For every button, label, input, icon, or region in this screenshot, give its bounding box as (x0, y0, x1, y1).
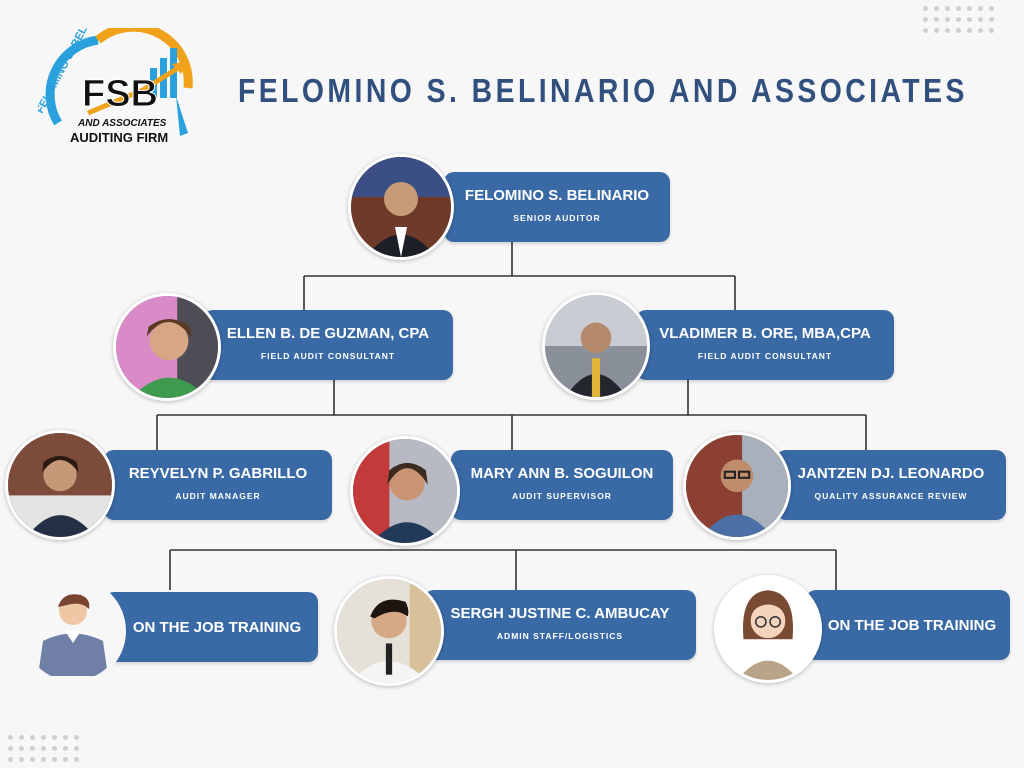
node-name: VLADIMER B. ORE, MBA,CPA (659, 325, 871, 342)
node-name: JANTZEN DJ. LEONARDO (797, 465, 985, 482)
portrait-female-navy-icon (5, 430, 115, 540)
org-node-ojt-1: ON THE JOB TRAINING (104, 592, 318, 662)
logo-associates: AND ASSOCIATES (77, 118, 167, 129)
logo-firm: AUDITING FIRM (70, 130, 168, 145)
node-name: MARY ANN B. SOGUILON (470, 465, 654, 482)
org-node-field-consultant-2: VLADIMER B. ORE, MBA,CPA FIELD AUDIT CON… (636, 310, 894, 380)
org-node-audit-manager: REYVELYN P. GABRILLO AUDIT MANAGER (104, 450, 332, 520)
org-node-admin-staff: SERGH JUSTINE C. AMBUCAY ADMIN STAFF/LOG… (424, 590, 696, 660)
node-name: ELLEN B. DE GUZMAN, CPA (226, 325, 430, 342)
node-name: ON THE JOB TRAINING (132, 618, 302, 636)
node-role: FIELD AUDIT CONSULTANT (260, 351, 396, 361)
org-node-field-consultant-1: ELLEN B. DE GUZMAN, CPA FIELD AUDIT CONS… (203, 310, 453, 380)
cartoon-female-avatar-icon (714, 575, 822, 683)
node-name: REYVELYN P. GABRILLO (128, 465, 308, 482)
node-role: ADMIN STAFF/LOGISTICS (496, 631, 624, 641)
portrait-female-green-icon (113, 293, 221, 401)
portrait-male-suit-icon (348, 154, 454, 260)
node-role: FIELD AUDIT CONSULTANT (697, 351, 833, 361)
node-name: SERGH JUSTINE C. AMBUCAY (450, 605, 670, 622)
node-name: FELOMINO S. BELINARIO (464, 187, 650, 204)
portrait-male-glasses-icon (683, 432, 791, 540)
logo-monogram: FSB (82, 73, 158, 115)
node-role: SENIOR AUDITOR (513, 213, 601, 223)
org-node-audit-supervisor: MARY ANN B. SOGUILON AUDIT SUPERVISOR (451, 450, 673, 520)
portrait-male-white-shirt-icon (334, 576, 444, 686)
page-title: FELOMINO S. BELINARIO AND ASSOCIATES (238, 72, 968, 109)
node-role: AUDIT SUPERVISOR (512, 491, 612, 501)
node-name: ON THE JOB TRAINING (827, 616, 997, 634)
portrait-male-office-icon (542, 292, 650, 400)
org-node-quality-assurance: JANTZEN DJ. LEONARDO QUALITY ASSURANCE R… (776, 450, 1006, 520)
org-node-ojt-2: ON THE JOB TRAINING (806, 590, 1010, 660)
decorative-dots-bottom-left (8, 735, 79, 762)
node-role: AUDIT MANAGER (175, 491, 261, 501)
portrait-female-navy-icon (350, 436, 460, 546)
decorative-dots-top-right (923, 6, 994, 33)
org-node-senior-auditor: FELOMINO S. BELINARIO SENIOR AUDITOR (444, 172, 670, 242)
node-role: QUALITY ASSURANCE REVIEW (814, 491, 968, 501)
cartoon-male-avatar-icon (20, 578, 126, 684)
